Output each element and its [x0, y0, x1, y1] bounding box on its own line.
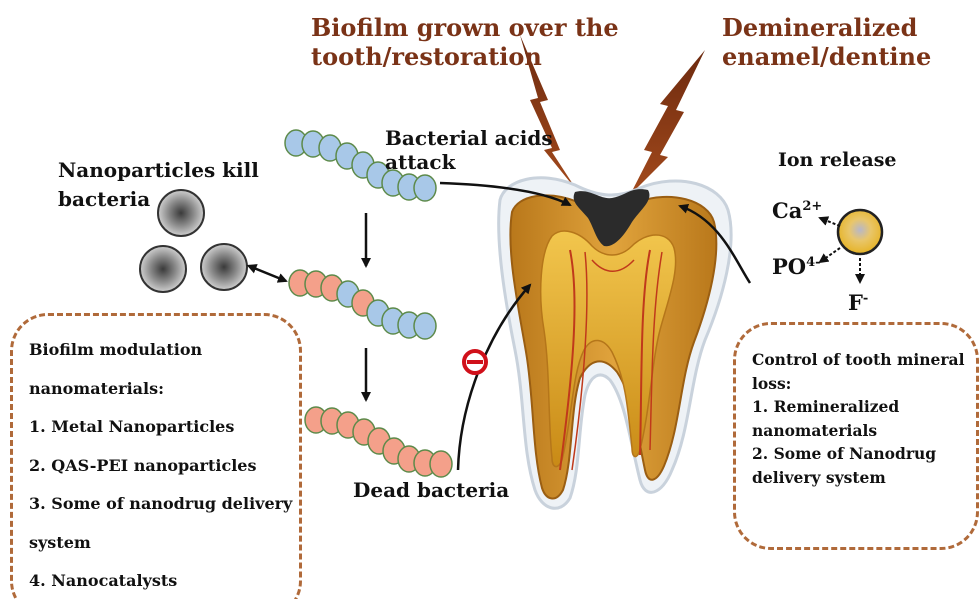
- biofilm-modulation-text: Biofilm modulation nanomaterials: 1. Met…: [29, 331, 292, 599]
- nanoparticle-kill-label-line-2: bacteria: [58, 185, 259, 214]
- tooth-illustration: [499, 178, 731, 509]
- left-box-line: Biofilm modulation: [29, 331, 292, 370]
- lightning-bolt-right-icon: [630, 50, 705, 195]
- nanoparticle-interaction-arrow: [254, 268, 286, 281]
- demineralized-title-line-2: enamel/dentine: [722, 42, 931, 71]
- biofilm-title: Biofilm grown over the tooth/restoration: [311, 13, 619, 71]
- ion-release-particle: [838, 210, 882, 254]
- left-box-line: nanomaterials:: [29, 370, 292, 409]
- acid-attack-label: Bacterial acids attack: [385, 126, 553, 174]
- dead-bacteria-label: Dead bacteria: [353, 478, 509, 502]
- demineralized-title-line-1: Demineralized: [722, 13, 931, 42]
- dead-bacteria-chain: [305, 407, 452, 477]
- right-box-line: 2. Some of Nanodrug: [752, 442, 964, 466]
- damaged-bacteria-chain: [289, 270, 436, 339]
- right-box-line: delivery system: [752, 466, 964, 490]
- biofilm-title-line-1: Biofilm grown over the: [311, 13, 619, 42]
- acid-attack-label-line-2: attack: [385, 150, 553, 174]
- acid-attack-label-line-1: Bacterial acids: [385, 126, 553, 150]
- arrow-to-ca: [820, 218, 840, 226]
- ion-release-label: Ion release: [778, 148, 897, 172]
- nanoparticle-kill-label: Nanoparticles kill bacteria: [58, 156, 259, 214]
- mineral-loss-control-text: Control of tooth mineral loss: 1. Remine…: [752, 348, 964, 489]
- right-box-line: Control of tooth mineral: [752, 348, 964, 372]
- fluoride-ion-label: F-: [848, 290, 868, 315]
- left-box-line: 3. Some of nanodrug delivery: [29, 485, 292, 524]
- calcium-ion-label: Ca2+: [772, 198, 822, 223]
- phosphate-ion-label: PO4-: [772, 254, 821, 279]
- right-box-line: loss:: [752, 372, 964, 396]
- nanoparticle-kill-label-line-1: Nanoparticles kill: [58, 156, 259, 185]
- inhibition-icon: [464, 351, 486, 373]
- left-box-line: 4. Nanocatalysts: [29, 562, 292, 599]
- biofilm-title-line-2: tooth/restoration: [311, 42, 619, 71]
- demineralized-title: Demineralized enamel/dentine: [722, 13, 931, 71]
- left-box-line: system: [29, 524, 292, 563]
- left-box-line: 1. Metal Nanoparticles: [29, 408, 292, 447]
- right-box-line: 1. Remineralized: [752, 395, 964, 419]
- arrow-to-po: [820, 248, 840, 262]
- left-box-line: 2. QAS-PEI nanoparticles: [29, 447, 292, 486]
- right-box-line: nanomaterials: [752, 419, 964, 443]
